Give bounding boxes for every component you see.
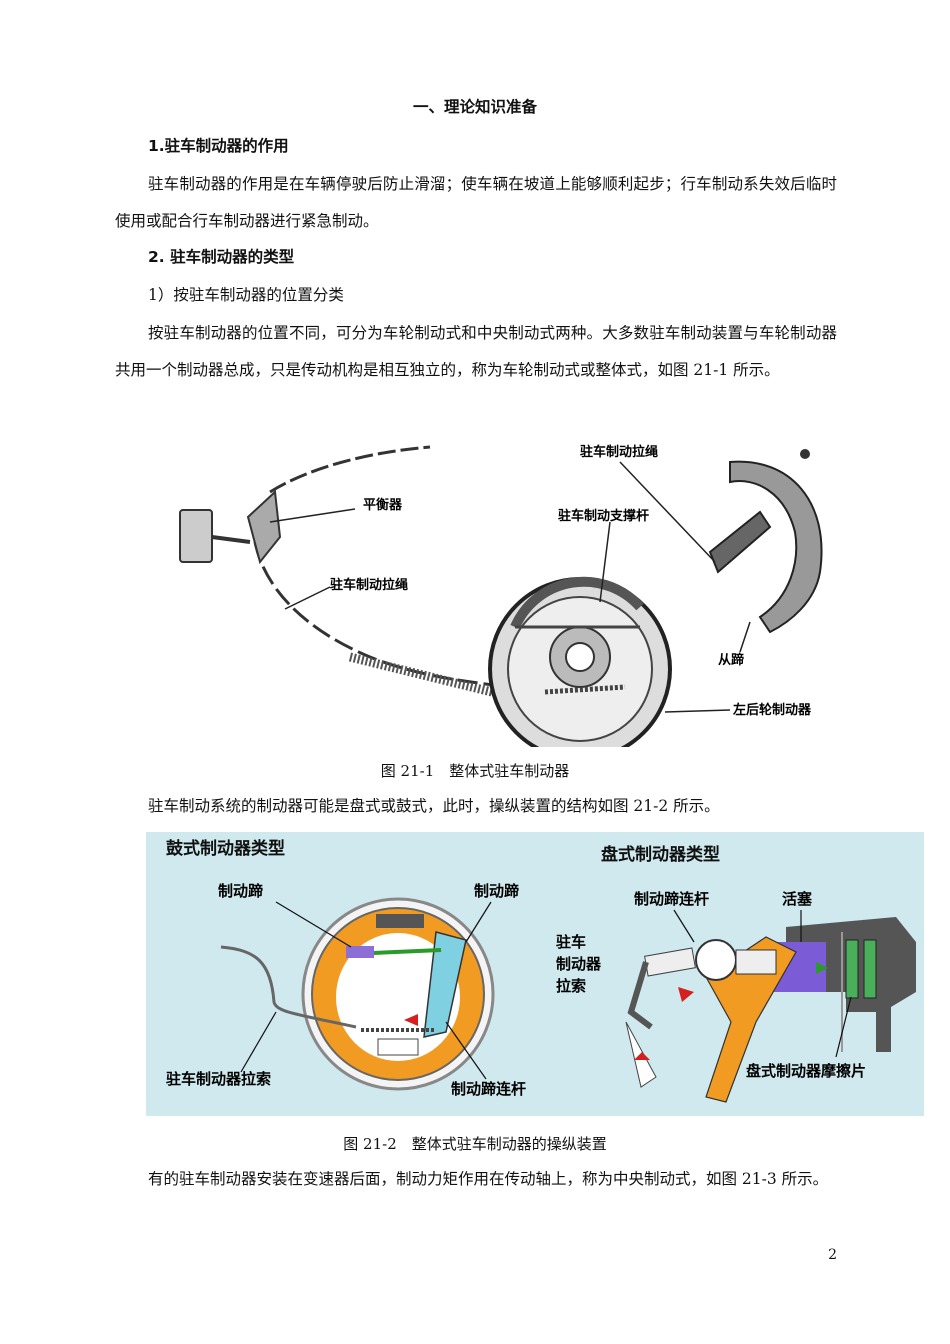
drum-type-title: 鼓式制动器类型 [166,838,285,859]
label-left-rear-brake: 左后轮制动器 [733,702,812,718]
label-balancer: 平衡器 [363,497,403,513]
label-strut: 驻车制动支撑杆 [558,508,649,524]
drum-label-cable: 驻车制动器拉索 [166,1070,271,1088]
drum-label-lever: 制动蹄连杆 [451,1080,526,1098]
label-secondary-shoe: 从蹄 [718,652,744,668]
disc-label-cable: 驻车 制动器 拉索 [556,933,606,995]
heading-function: 1.驻车制动器的作用 [148,137,289,155]
label-cable-right: 驻车制动拉绳 [580,444,658,460]
disc-label-lever: 制动蹄连杆 [634,890,709,908]
disc-type-title: 盘式制动器类型 [601,844,720,865]
disc-label-cable-line2: 制动器 [556,955,602,973]
figure-2-caption: 图 21-2 整体式驻车制动器的操纵装置 [343,1135,607,1153]
disc-label-cable-line1: 驻车 [556,933,586,951]
page-number: 2 [828,1247,837,1263]
paragraph-position: 按驻车制动器的位置不同，可分为车轮制动式和中央制动式两种。大多数驻车制动装置与车… [115,324,837,379]
heading-position-class: 1）按驻车制动器的位置分类 [148,286,344,304]
figure-parking-brake-control: 鼓式制动器类型 盘式制动器类型 制动蹄 制动蹄 驻车制动器拉索 制动蹄连杆 [146,832,924,1116]
drum-label-shoe-left: 制动蹄 [218,882,263,900]
drum-label-shoe-right: 制动蹄 [474,882,519,900]
paragraph-operation: 驻车制动系统的制动器可能是盘式或鼓式，此时，操纵装置的结构如图 21-2 所示。 [148,797,720,815]
paragraph-function: 驻车制动器的作用是在车辆停驶后防止滑溜；使车辆在坡道上能够顺利起步；行车制动系失… [115,175,837,230]
disc-label-cable-line3: 拉索 [556,977,586,995]
disc-label-piston: 活塞 [782,890,813,908]
paragraph-central: 有的驻车制动器安装在变速器后面，制动力矩作用在传动轴上，称为中央制动式，如图 2… [148,1170,829,1188]
disc-label-pad: 盘式制动器摩擦片 [746,1062,866,1080]
figure-integral-parking-brake: 平衡器 驻车制动拉绳 驻车制动拉绳 驻车制动支撑杆 从蹄 左后轮制动器 [179,444,823,747]
heading-types: 2. 驻车制动器的类型 [148,248,295,266]
figure-1-caption: 图 21-1 整体式驻车制动器 [380,762,570,780]
section-title: 一、理论知识准备 [412,98,537,116]
label-cable-left: 驻车制动拉绳 [330,577,408,593]
